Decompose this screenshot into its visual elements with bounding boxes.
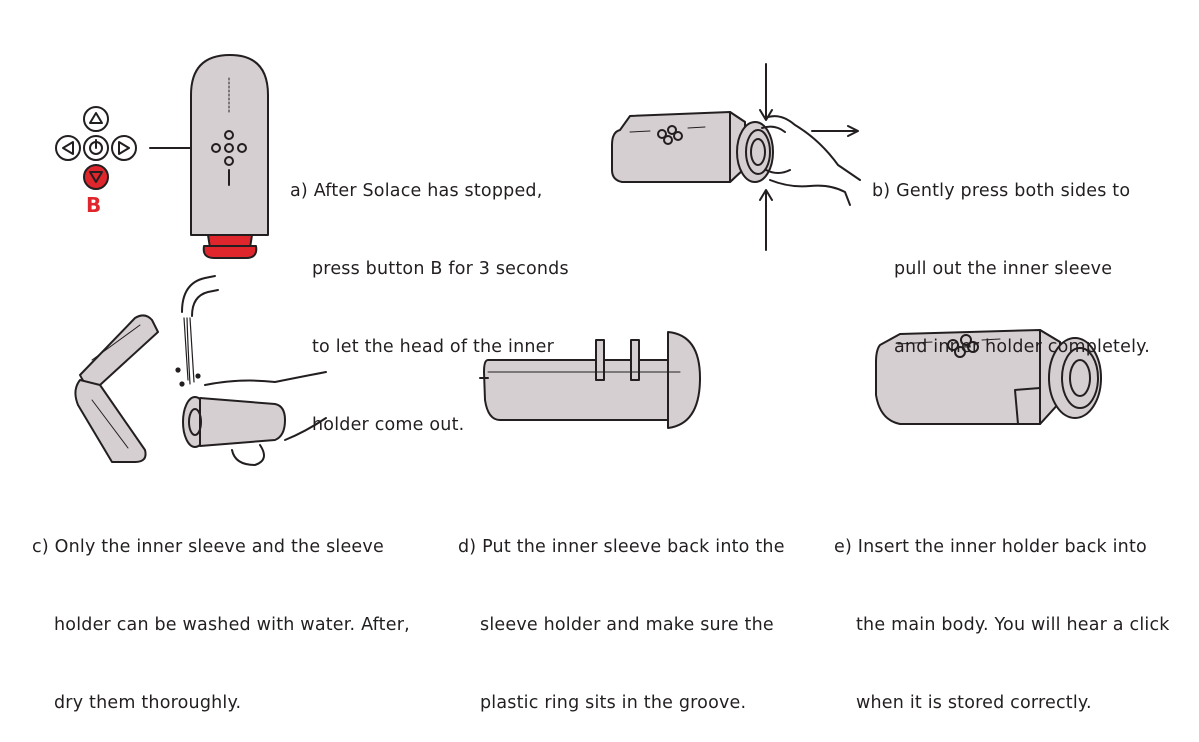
illustration-canvas — [55, 54, 1102, 466]
button-pad-diagram — [55, 106, 192, 190]
step-b-line-1: b) Gently press both sides to — [872, 181, 1131, 201]
down-arrow-icon — [89, 171, 103, 183]
washing-diagram — [74, 275, 327, 466]
sleeve-holder-diagram — [479, 331, 701, 429]
step-d-caption: d) Put the inner sleeve back into the sl… — [458, 482, 785, 742]
step-e-line-1: e) Insert the inner holder back into — [834, 537, 1147, 557]
step-a-line-4: holder come out. — [312, 415, 465, 435]
device-upright-diagram — [190, 54, 269, 259]
step-a-line-2: press button B for 3 seconds — [312, 259, 569, 279]
step-c-line-2: holder can be washed with water. After, — [54, 615, 410, 635]
step-a-caption: a) After Solace has stopped, press butto… — [290, 126, 569, 464]
step-b-caption: b) Gently press both sides to pull out t… — [872, 126, 1150, 386]
step-e-caption: e) Insert the inner holder back into the… — [834, 482, 1170, 742]
step-d-line-2: sleeve holder and make sure the — [480, 615, 774, 635]
step-e-line-3: when it is stored correctly. — [856, 693, 1092, 713]
button-b — [83, 164, 109, 190]
step-c-line-1: c) Only the inner sleeve and the sleeve — [32, 537, 384, 557]
step-c-line-3: dry them thoroughly. — [54, 693, 242, 713]
step-c-caption: c) Only the inner sleeve and the sleeve … — [32, 482, 410, 742]
step-d-line-1: d) Put the inner sleeve back into the — [458, 537, 785, 557]
step-b-line-3: and inner holder completely. — [894, 337, 1150, 357]
up-arrow-icon — [89, 112, 103, 124]
device-press-diagram — [611, 63, 861, 251]
step-b-line-2: pull out the inner sleeve — [894, 259, 1113, 279]
left-arrow-icon — [62, 141, 74, 155]
step-d-line-3: plastic ring sits in the groove. — [480, 693, 747, 713]
right-arrow-icon — [118, 141, 130, 155]
button-b-label: B — [86, 193, 102, 217]
step-e-line-2: the main body. You will hear a click — [856, 615, 1170, 635]
step-a-line-3: to let the head of the inner — [312, 337, 555, 357]
device-assembled-diagram — [875, 329, 1102, 425]
step-a-line-1: a) After Solace has stopped, — [290, 181, 543, 201]
